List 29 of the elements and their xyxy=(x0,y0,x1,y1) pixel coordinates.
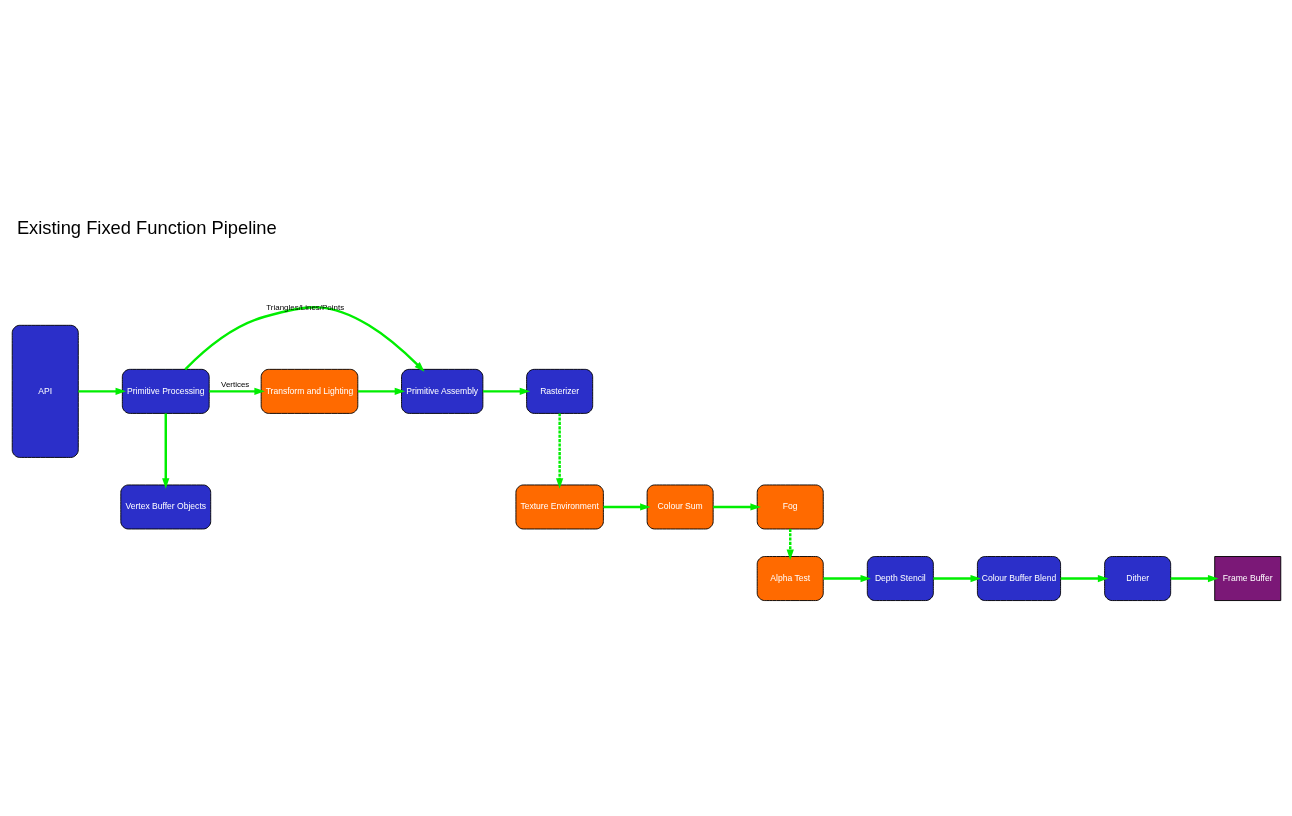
arrow xyxy=(712,502,761,511)
node-box: Colour Buffer Blend xyxy=(976,555,1061,601)
arrow xyxy=(77,387,126,395)
arrow xyxy=(555,413,563,489)
diagram-title: Existing Fixed Function Pipeline xyxy=(16,216,277,238)
node-box: Dither xyxy=(1103,555,1171,601)
arrow xyxy=(208,387,265,395)
arrow xyxy=(482,387,530,395)
arrow xyxy=(357,387,405,395)
node-box: Texture Environment xyxy=(514,484,604,529)
arrow xyxy=(183,305,425,372)
arrow xyxy=(1060,574,1108,582)
node-box: Rasterizer xyxy=(525,368,593,414)
node-box: Colour Sum xyxy=(646,484,714,529)
node-box: Depth Stencil xyxy=(866,555,934,601)
node-box: Primitive Assembly xyxy=(400,368,483,414)
arrow xyxy=(932,574,981,582)
node-box: Primitive Processing xyxy=(121,368,210,414)
arrow xyxy=(602,502,651,511)
node-box: Transform and Lighting xyxy=(260,368,358,414)
node-box: API xyxy=(11,324,79,458)
arrow xyxy=(161,413,169,489)
node-box: Fog xyxy=(756,484,824,529)
arrow xyxy=(1170,574,1218,582)
arrow xyxy=(822,574,871,582)
node-box: Vertex Buffer Objects xyxy=(119,484,211,529)
arrow xyxy=(786,528,794,560)
node-box: Frame Buffer xyxy=(1213,555,1281,601)
node-box: Alpha Test xyxy=(756,555,824,601)
